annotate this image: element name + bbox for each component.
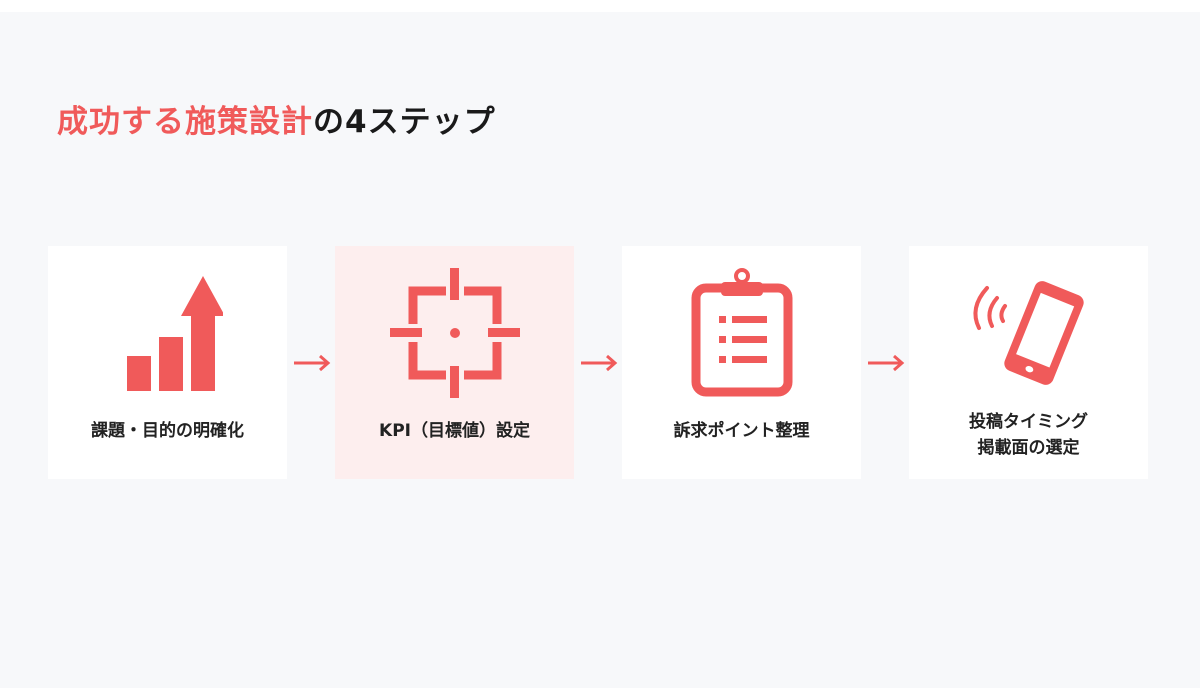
arrow-right-icon bbox=[294, 354, 331, 372]
target-crosshair-icon bbox=[389, 268, 520, 398]
step-label: KPI（目標値）設定 bbox=[379, 421, 530, 441]
step-label-line-2: 掲載面の選定 bbox=[977, 438, 1080, 458]
page-title: 成功する施策設計の4ステップ bbox=[57, 96, 496, 141]
step-card-3: 訴求ポイント整理 bbox=[622, 246, 861, 479]
step-label: 投稿タイミング 掲載面の選定 bbox=[909, 409, 1148, 461]
arrow-right-icon bbox=[868, 354, 905, 372]
smartphone-signal-icon bbox=[972, 281, 1084, 385]
step-label: 課題・目的の明確化 bbox=[91, 421, 244, 441]
step-card-4: 投稿タイミング 掲載面の選定 bbox=[909, 246, 1148, 479]
step-card-1: 課題・目的の明確化 bbox=[48, 246, 287, 479]
step-label-line-1: 投稿タイミング bbox=[969, 412, 1088, 432]
growth-chart-icon bbox=[126, 276, 223, 391]
clipboard-list-icon bbox=[691, 268, 792, 397]
step-card-2: KPI（目標値）設定 bbox=[335, 246, 574, 479]
step-label: 訴求ポイント整理 bbox=[673, 421, 810, 441]
arrow-right-icon bbox=[581, 354, 618, 372]
title-rest: の4ステップ bbox=[313, 104, 496, 140]
title-accent: 成功する施策設計 bbox=[57, 104, 313, 140]
